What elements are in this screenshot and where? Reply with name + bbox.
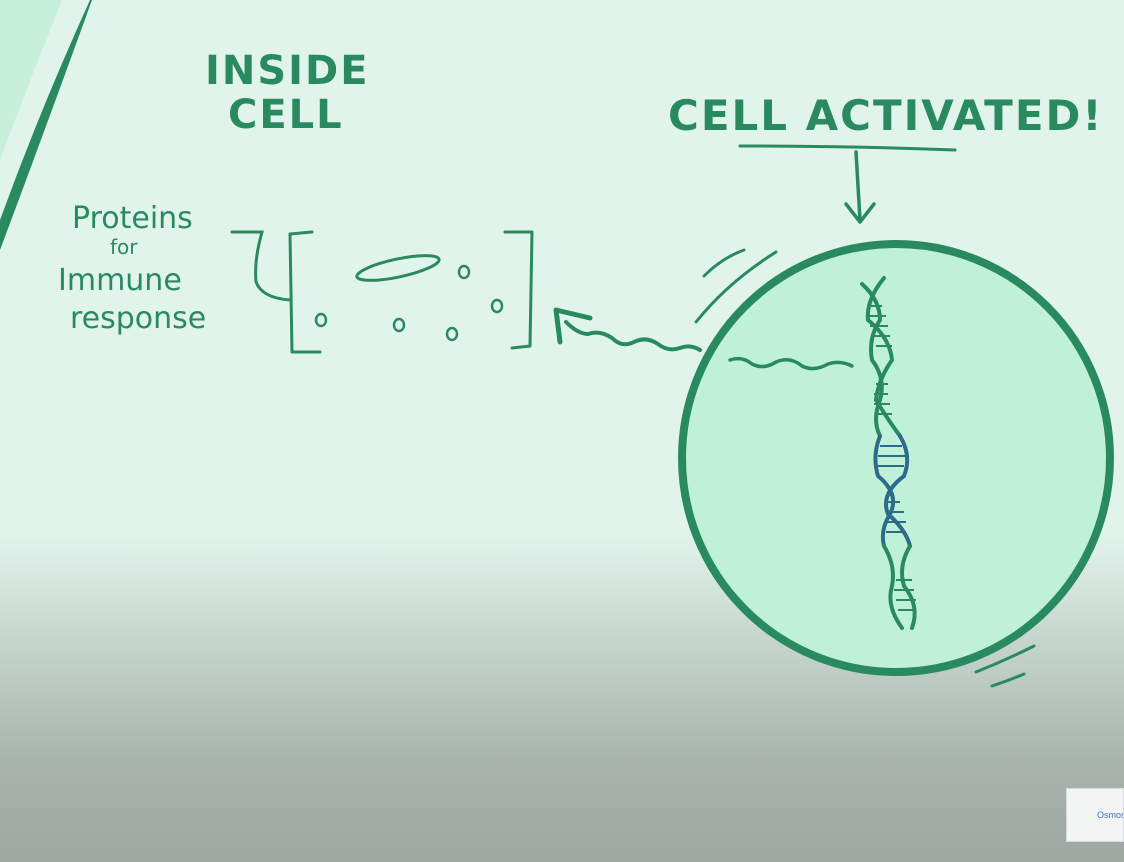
protein-label-line-1: Proteins bbox=[72, 201, 193, 236]
title-line-2: CELL bbox=[228, 92, 344, 138]
cell-activated-label: CELL ACTIVATED! bbox=[668, 91, 1104, 140]
label-connector bbox=[230, 230, 292, 302]
motion-line bbox=[702, 248, 746, 278]
outer-membrane-fill bbox=[0, 0, 62, 160]
logo-watermark: Osmosis bbox=[1066, 788, 1124, 842]
protein-dot bbox=[392, 317, 406, 333]
protein-oval bbox=[355, 254, 441, 282]
protein-dot bbox=[457, 264, 471, 280]
dna-icon bbox=[860, 276, 917, 630]
protein-label-line-4: response bbox=[70, 301, 206, 336]
activated-cell bbox=[678, 240, 1114, 676]
squiggle-arrow bbox=[564, 320, 702, 352]
motion-line bbox=[694, 250, 778, 324]
protein-dot bbox=[490, 298, 504, 314]
arrow-down-icon bbox=[844, 150, 876, 224]
annotation-underline bbox=[738, 144, 957, 152]
arrow-left-icon bbox=[553, 307, 593, 345]
motion-line bbox=[990, 672, 1026, 688]
protein-dot bbox=[314, 312, 328, 328]
right-bracket bbox=[503, 230, 534, 350]
left-bracket bbox=[288, 230, 322, 354]
protein-label-line-2: for bbox=[110, 235, 138, 259]
motion-line bbox=[974, 644, 1036, 674]
protein-label-line-3: Immune bbox=[58, 263, 182, 298]
outer-membrane-curve bbox=[0, 0, 92, 250]
title-line-1: INSIDE bbox=[205, 48, 370, 94]
mrna-squiggle bbox=[728, 356, 854, 371]
logo-text: Osmosis bbox=[1097, 810, 1123, 820]
protein-dot bbox=[445, 326, 459, 342]
